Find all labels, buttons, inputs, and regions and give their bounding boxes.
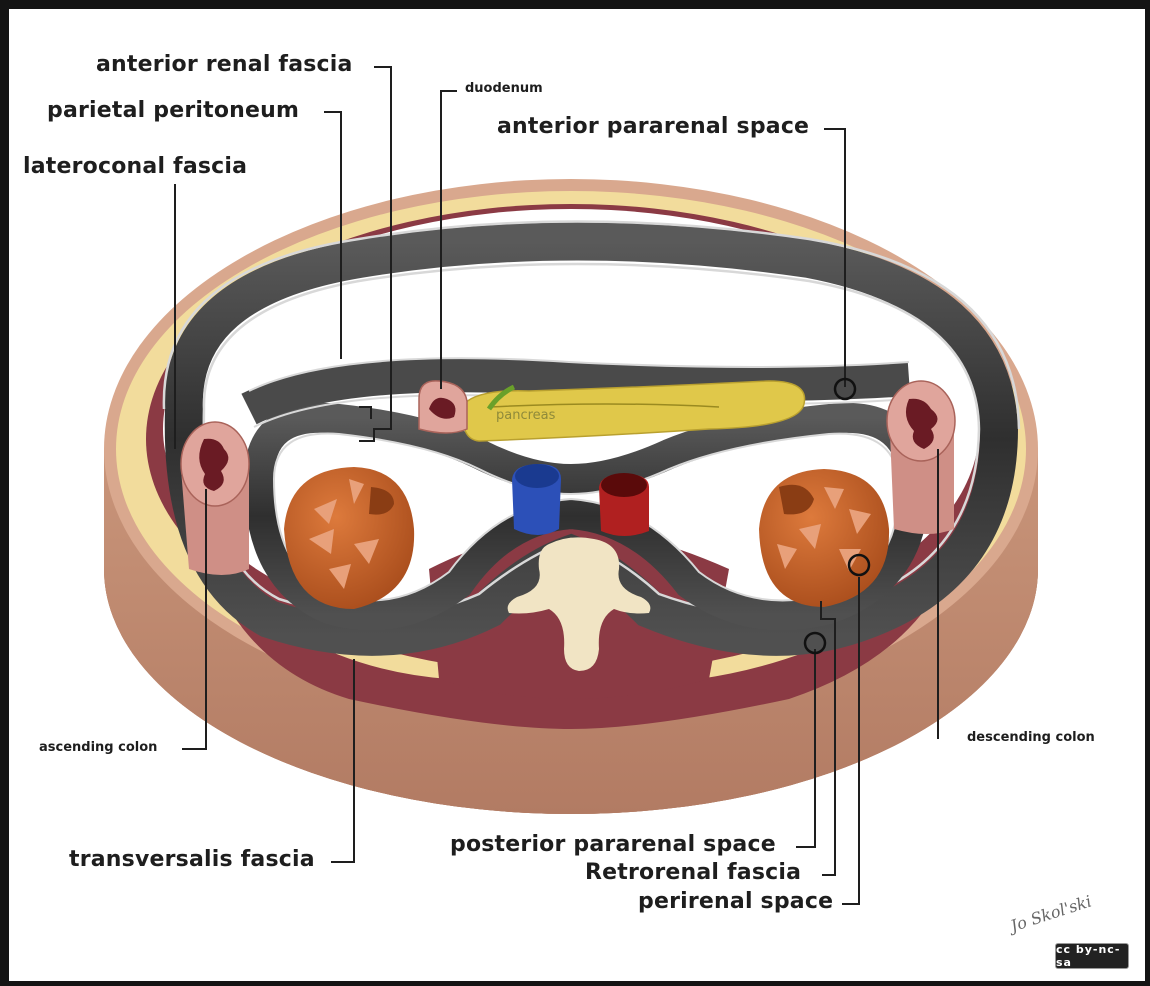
label-parietal-peritoneum: parietal peritoneum: [47, 98, 300, 123]
label-anterior-pararenal-space: anterior pararenal space: [497, 114, 810, 139]
label-posterior-pararenal-space: posterior pararenal space: [450, 832, 776, 857]
posterior-pararenal-marker: [803, 631, 827, 655]
anterior-fascia-band: [241, 358, 911, 425]
inferior-vena-cava: [512, 464, 561, 535]
label-anterior-renal-fascia: anterior renal fascia: [96, 52, 353, 77]
license-badge: cc by-nc-sa: [1055, 943, 1129, 969]
descending-colon-shape: [886, 380, 956, 534]
diagram-frame: anterior renal fascia parietal peritoneu…: [9, 9, 1145, 981]
perirenal-marker: [847, 553, 871, 577]
label-descending-colon: descending colon: [967, 730, 1095, 745]
vertebra: [507, 537, 651, 671]
label-perirenal-space: perirenal space: [638, 889, 834, 914]
label-ascending-colon: ascending colon: [39, 740, 158, 755]
duodenum-shape: [418, 380, 468, 434]
label-lateroconal-fascia: lateroconal fascia: [23, 154, 248, 179]
label-transversalis-fascia: transversalis fascia: [69, 847, 315, 872]
retroperitoneum-diagram: [104, 66, 1038, 905]
pancreas-shape: [462, 380, 806, 442]
label-retrorenal-fascia: Retrorenal fascia: [585, 860, 802, 885]
left-kidney-shape: [759, 469, 890, 607]
aorta: [599, 473, 649, 536]
posterior-muscle: [209, 569, 949, 729]
ascending-colon-shape: [180, 421, 250, 575]
label-duodenum: duodenum: [465, 81, 543, 96]
leader-lines: [174, 66, 939, 905]
anterior-pararenal-marker: [833, 377, 857, 401]
right-kidney-shape: [284, 467, 415, 609]
label-pancreas: pancreas: [496, 408, 556, 423]
